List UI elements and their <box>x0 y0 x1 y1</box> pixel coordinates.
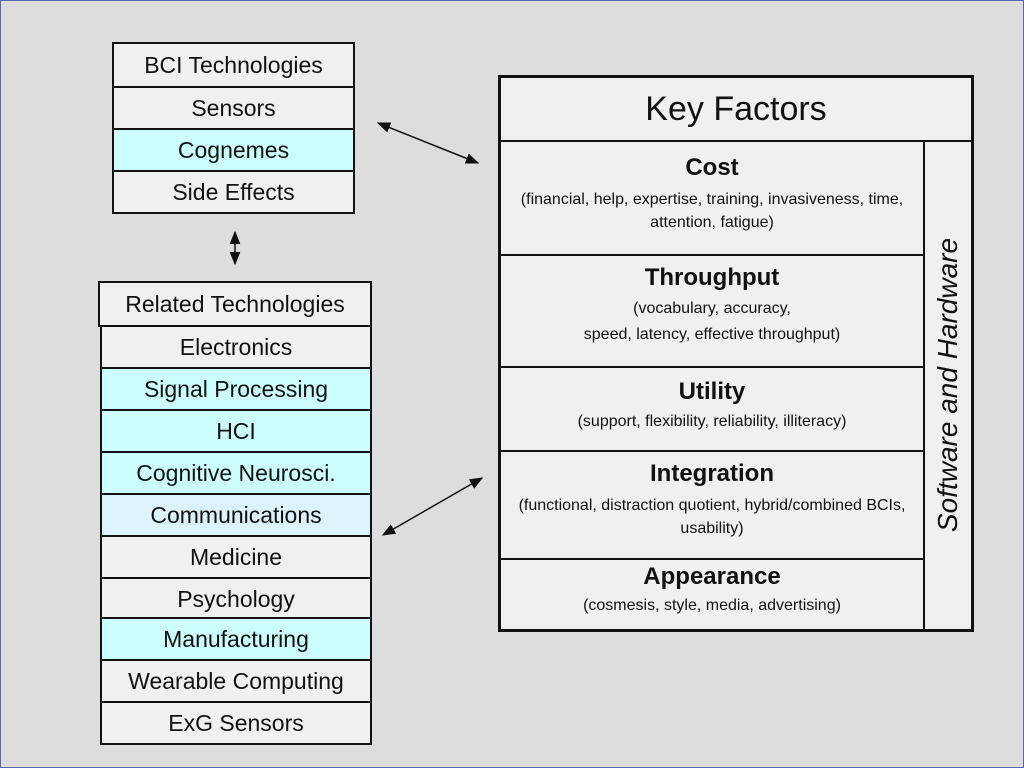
factor-integration: Integration (functional, distraction quo… <box>501 452 923 560</box>
factor-description-line2: speed, latency, effective throughput) <box>583 326 841 343</box>
related-item-psychology: Psychology <box>100 577 372 621</box>
factor-description: (financial, help, expertise, training, i… <box>520 191 904 231</box>
factor-throughput: Throughput (vocabulary, accuracy, speed,… <box>501 256 923 368</box>
related-header: Related Technologies <box>98 281 372 327</box>
bci-item-cognemes: Cognemes <box>112 128 355 172</box>
key-factors-title: Key Factors <box>501 78 971 142</box>
factor-heading: Integration <box>650 460 774 487</box>
factor-utility: Utility (support, flexibility, reliabili… <box>501 368 923 452</box>
factor-heading: Cost <box>685 154 739 181</box>
factor-description: (vocabulary, accuracy, <box>633 300 791 317</box>
arrow-related-to-key-factors <box>381 477 484 536</box>
factor-heading: Utility <box>678 378 746 405</box>
related-item-manufacturing: Manufacturing <box>100 617 372 661</box>
key-factors-table: Key Factors Cost (financial, help, exper… <box>498 75 974 632</box>
software-hardware-column: Software and Hardware <box>923 141 971 629</box>
bci-item-side-effects: Side Effects <box>112 170 355 214</box>
factor-heading: Throughput <box>644 264 780 291</box>
arrow-bci-to-key-factors <box>376 122 480 164</box>
related-item-medicine: Medicine <box>100 535 372 579</box>
factor-description: (functional, distraction quotient, hybri… <box>518 497 906 537</box>
factor-appearance: Appearance (cosmesis, style, media, adve… <box>501 560 923 629</box>
factor-description: (cosmesis, style, media, advertising) <box>583 597 841 614</box>
related-item-electronics: Electronics <box>100 325 372 369</box>
factor-cost: Cost (financial, help, expertise, traini… <box>501 142 923 256</box>
factor-heading: Appearance <box>643 563 781 590</box>
factor-description: (support, flexibility, reliability, illi… <box>577 413 847 430</box>
related-item-signal-processing: Signal Processing <box>100 367 372 411</box>
related-item-exg-sensors: ExG Sensors <box>100 701 372 745</box>
